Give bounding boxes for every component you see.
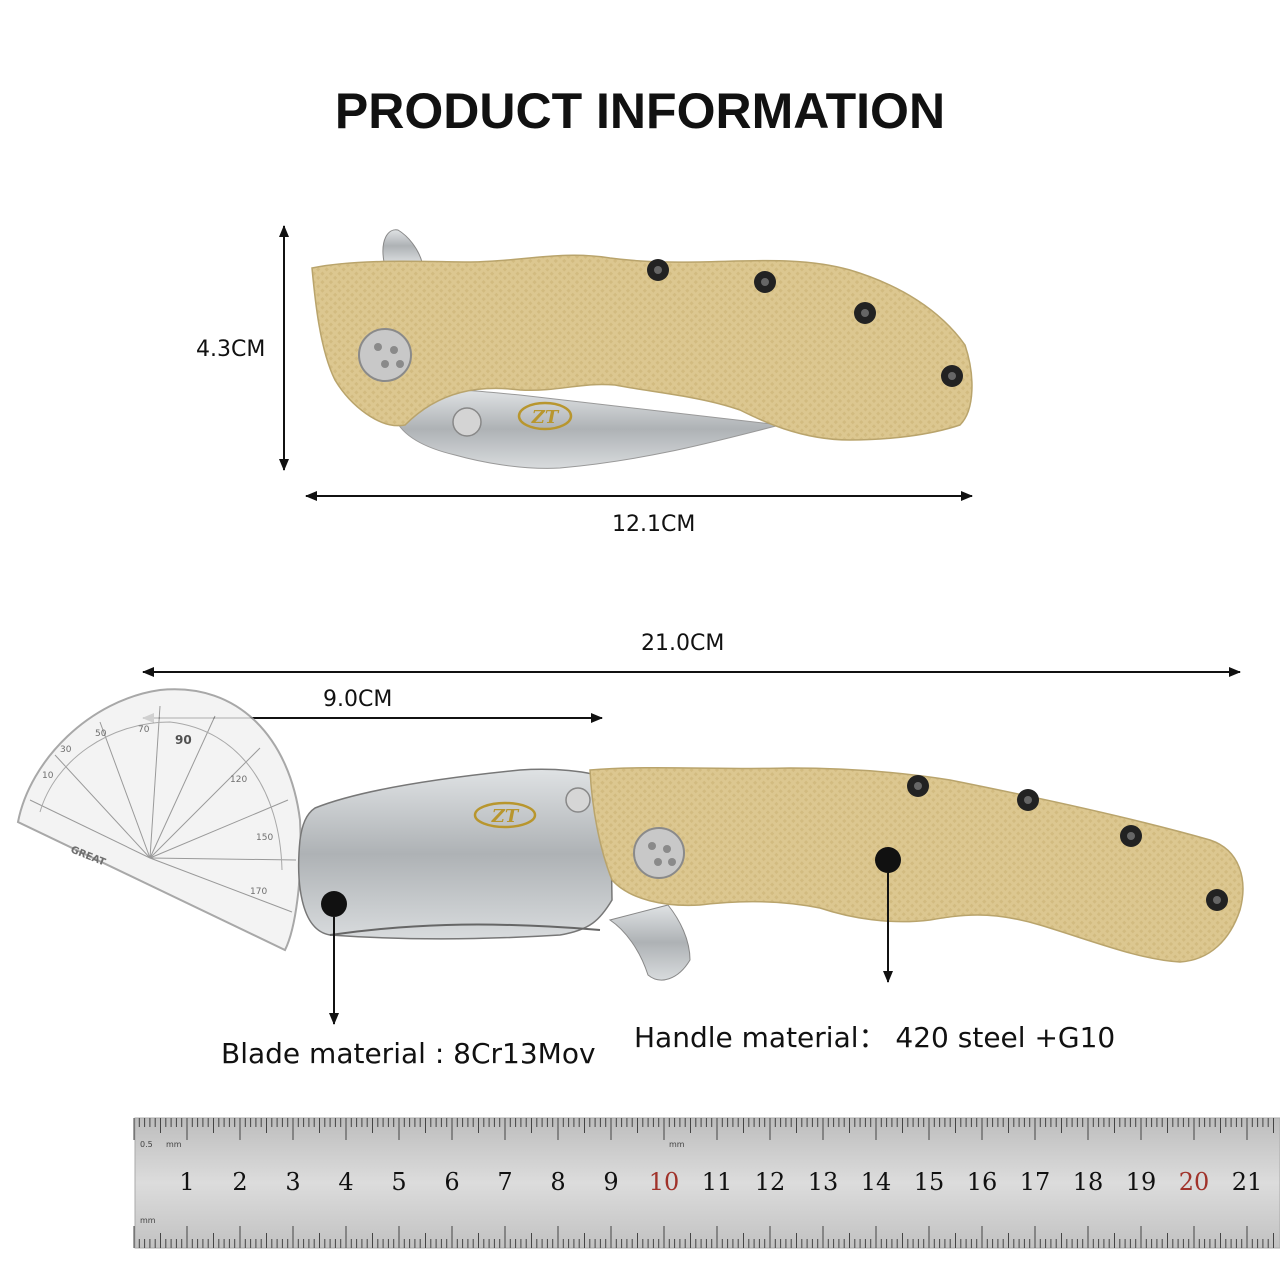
thumb-stud (565, 787, 591, 813)
ruler-number: 13 (807, 1168, 839, 1196)
thumb-stud (452, 407, 482, 437)
closed-logo (517, 401, 573, 431)
svg-text:120: 120 (230, 775, 247, 785)
ruler-number: 15 (913, 1168, 945, 1196)
svg-text:150: 150 (256, 833, 273, 843)
protractor: 10 30 50 70 90 120 150 170 GREAT (16, 688, 302, 952)
flipper-tab (382, 229, 423, 263)
ruler-number: 17 (1019, 1168, 1051, 1196)
closed-knife: ZT (311, 229, 973, 469)
blade-callout-dot (321, 891, 347, 917)
ruler-number: 12 (754, 1168, 786, 1196)
ruler-number: 10 (648, 1168, 680, 1196)
flipper (608, 904, 691, 981)
blade-length-label: 9.0CM (323, 687, 393, 712)
open-logo (473, 801, 537, 829)
ruler-number: 11 (701, 1168, 733, 1196)
pivot-screw (358, 328, 412, 382)
ruler-number: 19 (1125, 1168, 1157, 1196)
ruler-number: 9 (603, 1168, 619, 1196)
svg-text:50: 50 (95, 729, 107, 739)
ruler-number: 14 (860, 1168, 892, 1196)
svg-text:10: 10 (42, 771, 54, 781)
ruler-number: 16 (966, 1168, 998, 1196)
ruler-number: 7 (497, 1168, 513, 1196)
open-handle (589, 766, 1244, 963)
pivot-screw (633, 827, 685, 879)
ruler-offset-label: 0.5 (140, 1140, 153, 1149)
handle-material-label: Handle material： 420 steel +G10 (634, 1021, 1116, 1054)
svg-text:ZT: ZT (491, 806, 520, 827)
blade-material-label: Blade material : 8Cr13Mov (221, 1037, 596, 1070)
ruler (133, 1117, 1280, 1249)
ruler-number: 21 (1231, 1168, 1263, 1196)
svg-text:90: 90 (175, 733, 192, 747)
svg-text:170: 170 (250, 887, 267, 897)
ruler-unit-top: mm (166, 1140, 182, 1149)
ruler-unit-bottom: mm (140, 1216, 156, 1225)
closed-length-label: 12.1CM (612, 512, 696, 537)
page-title: PRODUCT INFORMATION (334, 83, 946, 139)
svg-text:70: 70 (138, 725, 150, 735)
ruler-number: 4 (338, 1168, 354, 1196)
ruler-unit-mid: mm (669, 1140, 685, 1149)
closed-handle (311, 254, 973, 441)
ruler-number: 2 (232, 1168, 248, 1196)
svg-text:30: 30 (60, 745, 72, 755)
open-knife: ZT (297, 766, 1244, 981)
open-length-label: 21.0CM (641, 631, 725, 656)
svg-text:ZT: ZT (531, 407, 560, 428)
ruler-number: 20 (1178, 1168, 1210, 1196)
ruler-number: 1 (179, 1168, 195, 1196)
closed-height-label: 4.3CM (196, 337, 266, 362)
ruler-number: 5 (391, 1168, 407, 1196)
handle-callout-dot (875, 847, 901, 873)
ruler-number: 3 (285, 1168, 301, 1196)
ruler-number: 18 (1072, 1168, 1104, 1196)
blade (297, 768, 613, 940)
ruler-number: 6 (444, 1168, 460, 1196)
ruler-number: 8 (550, 1168, 566, 1196)
